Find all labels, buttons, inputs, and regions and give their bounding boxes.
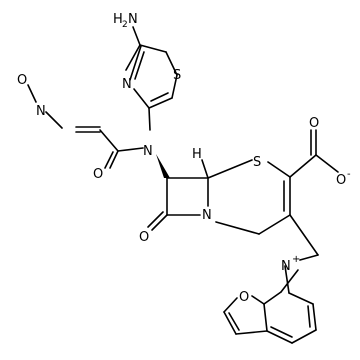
amine-h-label: H — [113, 12, 123, 27]
thiazole-s-label: S — [173, 68, 181, 83]
bond — [223, 311, 237, 335]
bond — [201, 159, 209, 179]
bond — [99, 129, 119, 152]
aminothiazole-ring — [125, 26, 178, 131]
bond — [289, 214, 319, 256]
bond — [223, 297, 238, 313]
bond — [258, 214, 291, 235]
amide-n-label: N — [143, 144, 153, 159]
pyridinium-charge: + — [292, 254, 300, 265]
bond — [280, 269, 299, 293]
bond — [109, 150, 119, 169]
bond — [299, 254, 319, 261]
thiazole-n-label: N — [122, 77, 132, 92]
bond — [148, 97, 173, 109]
bond — [151, 214, 168, 231]
amide-o-label: O — [93, 167, 103, 182]
amine-subscript: 2 — [122, 20, 128, 30]
bond — [251, 295, 265, 305]
bond — [267, 161, 291, 178]
carboxyl-charge: - — [347, 169, 351, 180]
furan-o-label: O — [239, 290, 249, 305]
bond — [228, 312, 240, 331]
bond — [289, 154, 317, 178]
bond — [315, 154, 339, 173]
bond — [284, 265, 290, 294]
bond — [263, 303, 268, 332]
bond — [139, 44, 167, 53]
oxime-chain — [27, 84, 144, 169]
bond — [134, 51, 145, 80]
carboxyl-o-single-label: O — [336, 173, 346, 188]
bond — [165, 51, 178, 76]
lactam-n-label: N — [202, 208, 212, 223]
bond — [129, 45, 142, 81]
bond — [291, 329, 317, 344]
bond — [117, 147, 144, 152]
cephem-core — [147, 129, 339, 261]
carboxyl-o-double-label: O — [309, 116, 319, 131]
amine-n-label: N — [128, 12, 138, 27]
bond — [125, 44, 141, 71]
ring-s-label: S — [253, 155, 261, 170]
bond — [150, 92, 169, 102]
bond — [288, 292, 314, 305]
bond — [307, 305, 311, 328]
bond — [312, 303, 317, 331]
bond — [270, 326, 293, 338]
oxime-n-label: N — [36, 104, 46, 119]
bond — [235, 330, 268, 335]
bond — [45, 111, 63, 129]
bond — [133, 88, 150, 109]
furopyridinium — [223, 265, 317, 344]
bond — [104, 151, 114, 169]
oxime-o-label: O — [17, 73, 27, 88]
bond — [207, 159, 253, 179]
bond — [171, 74, 178, 99]
stereo-wedge — [156, 154, 170, 178]
bond — [147, 211, 164, 228]
bond — [266, 330, 293, 344]
bond — [132, 26, 141, 46]
lactam-o-label: O — [139, 230, 149, 245]
stereo-h-label: H — [192, 147, 202, 162]
atom-labels: H 2 N N S O N O N N O S H O O - N + O — [17, 12, 351, 305]
bond — [263, 291, 282, 305]
bond — [27, 84, 37, 103]
bond — [215, 221, 260, 235]
pyridinium-n-label: N — [281, 259, 291, 274]
bond — [148, 107, 151, 131]
